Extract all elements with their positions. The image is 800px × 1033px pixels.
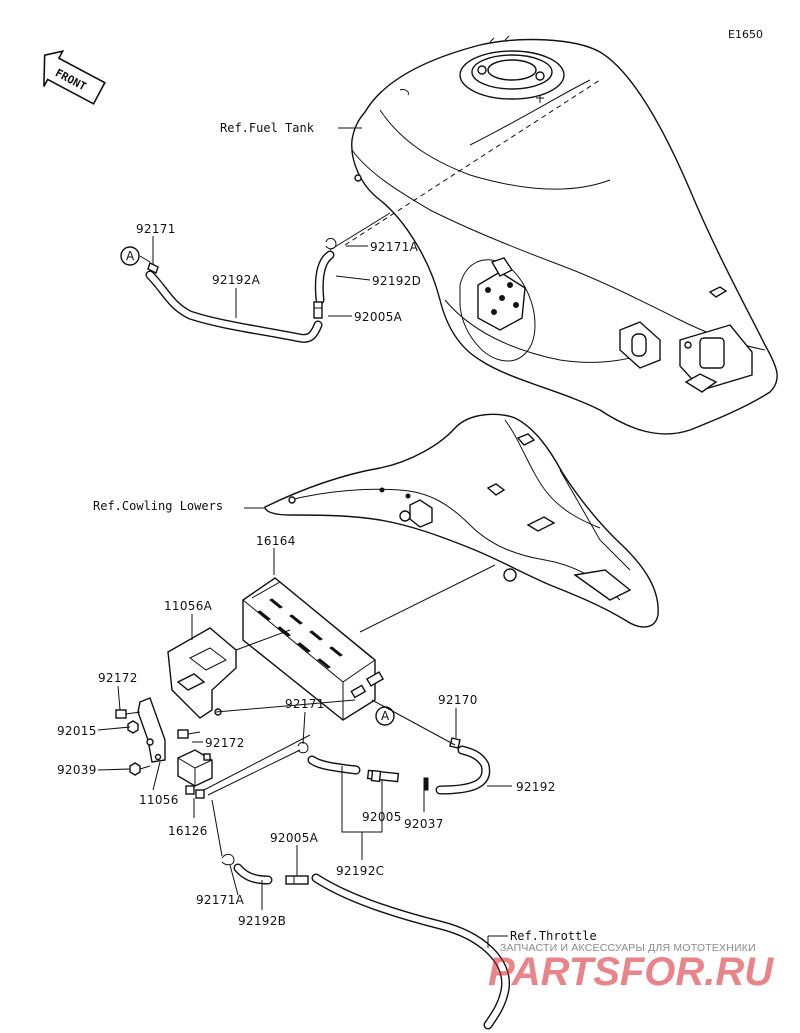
label-92170: 92170 [438, 693, 478, 707]
joint-92005a-top [313, 301, 323, 319]
label-92005a-bottom: 92005A [270, 831, 319, 845]
bolt-92172-b [177, 729, 201, 739]
svg-text:A: A [381, 709, 390, 723]
clamp-92171-top [147, 262, 159, 274]
cowling-lower-illustration [264, 413, 659, 628]
callout-a-bottom: A [375, 706, 395, 726]
hose-92192c [307, 755, 361, 775]
bracket-11056a [167, 627, 237, 719]
ref-throttle-label: Ref.Throttle [510, 929, 597, 943]
ref-cowling-lowers-label: Ref.Cowling Lowers [93, 499, 223, 513]
label-92192c: 92192C [336, 864, 384, 878]
hose-92192a [145, 270, 323, 343]
clamp-92171a-top [325, 237, 337, 250]
ref-fuel-tank-label: Ref.Fuel Tank [220, 121, 315, 135]
label-92171-top: 92171 [136, 222, 176, 236]
front-arrow-icon: FRONT [43, 50, 106, 105]
label-92037: 92037 [404, 817, 444, 831]
label-92171a-bottom: 92171A [196, 893, 245, 907]
label-92171a-top: 92171A [370, 240, 419, 254]
label-92005: 92005 [362, 810, 402, 824]
valve-16126 [177, 749, 213, 799]
diagram-code: E1650 [728, 28, 763, 41]
svg-text:A: A [126, 249, 135, 263]
clamp-92171-mid [297, 741, 309, 754]
label-92192: 92192 [516, 780, 556, 794]
clamp-92171a-bottom [221, 853, 235, 866]
label-92192b: 92192B [238, 914, 286, 928]
label-16164: 16164 [256, 534, 296, 548]
label-92039: 92039 [57, 763, 97, 777]
bolt-92172-a [115, 709, 141, 719]
label-92005a-top: 92005A [354, 310, 403, 324]
label-92192a: 92192A [212, 273, 261, 287]
clamp-92170 [449, 737, 461, 749]
watermark-tagline: ЗАПЧАСТИ И АКСЕССУАРЫ ДЛЯ МОТОТЕХНИКИ [500, 942, 756, 954]
label-92171-mid: 92171 [285, 697, 325, 711]
watermark-logo: PARTSFOR.RU [488, 950, 774, 994]
label-92192d: 92192D [372, 274, 421, 288]
hose-to-throttle [311, 873, 511, 1030]
callout-a-top: A [120, 246, 140, 266]
label-11056: 11056 [139, 793, 179, 807]
label-92015: 92015 [57, 724, 97, 738]
fuel-tank-illustration [344, 35, 778, 435]
nut-92015 [127, 720, 139, 734]
leader-lines [97, 127, 512, 948]
bolt-92039 [129, 762, 151, 776]
hose-92192 [435, 745, 491, 795]
hose-92192b [233, 863, 273, 885]
bracket-11056 [137, 697, 166, 763]
joint-92005a-bottom [285, 875, 309, 885]
label-92172-b: 92172 [205, 736, 245, 750]
label-16126: 16126 [168, 824, 208, 838]
joint-92005 [366, 769, 400, 783]
label-11056a: 11056A [164, 599, 213, 613]
hose-92192d [314, 250, 335, 305]
label-92172-a: 92172 [98, 671, 138, 685]
clip-92037 [423, 777, 429, 791]
